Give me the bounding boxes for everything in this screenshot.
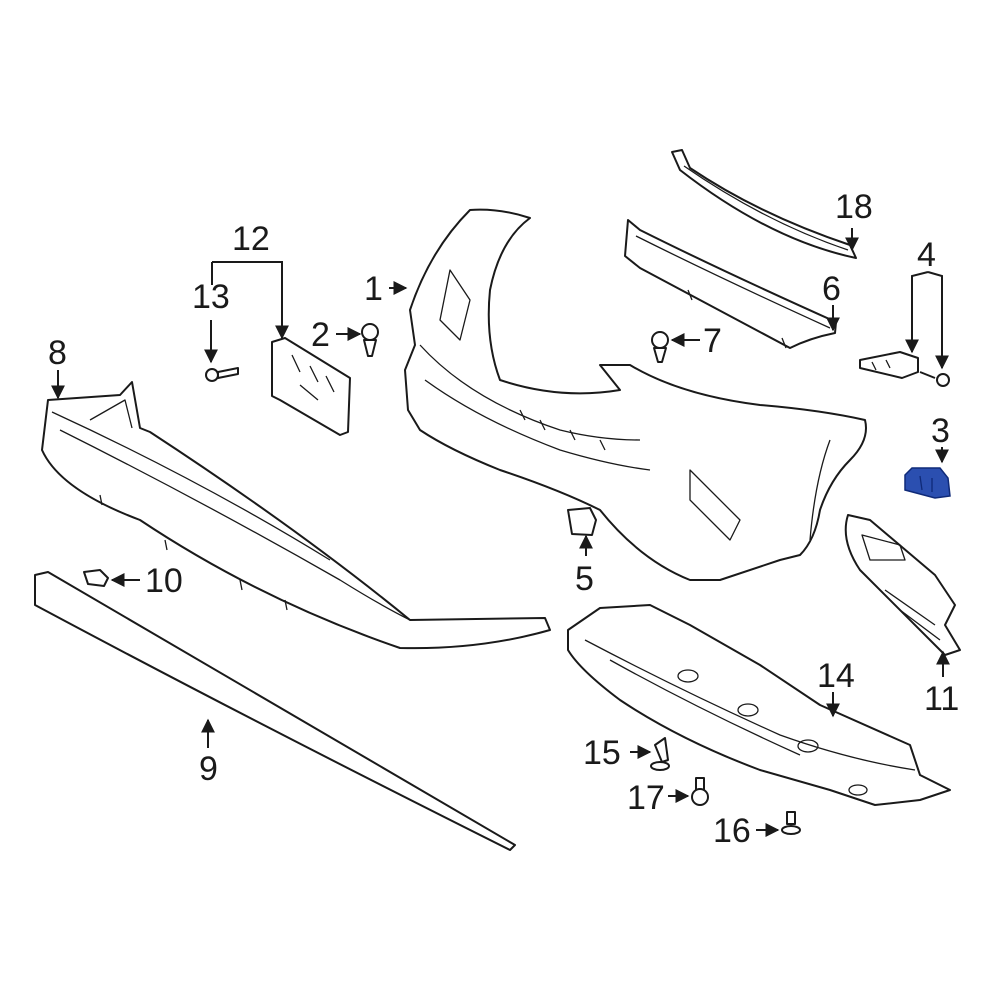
- part-5-bushing[interactable]: [567, 507, 597, 536]
- part-12-plate-bracket[interactable]: [271, 337, 351, 436]
- callout-5: 5: [575, 560, 594, 598]
- part-16-screw[interactable]: [781, 811, 801, 835]
- part-6-upper-panel[interactable]: [624, 219, 837, 349]
- part-13-bolt[interactable]: [205, 367, 239, 382]
- callout-16: 16: [713, 812, 751, 850]
- callout-1: 1: [364, 270, 383, 308]
- callout-4: 4: [917, 236, 936, 274]
- part-2-clip[interactable]: [361, 323, 379, 357]
- callout-8: 8: [48, 334, 67, 372]
- callout-3: 3: [931, 412, 950, 450]
- callout-14: 14: [817, 657, 855, 695]
- callout-10: 10: [145, 562, 183, 600]
- part-11-fog-bezel[interactable]: [844, 514, 961, 656]
- callout-13: 13: [192, 278, 230, 316]
- callout-12: 12: [232, 220, 270, 258]
- part-17-bolt[interactable]: [691, 777, 709, 806]
- callout-2: 2: [311, 316, 330, 354]
- part-18-molding-strip[interactable]: [671, 149, 857, 259]
- callout-17: 17: [627, 779, 665, 817]
- part-9-lower-lip-strip[interactable]: [34, 571, 516, 851]
- callout-7: 7: [703, 322, 722, 360]
- callout-18: 18: [835, 188, 873, 226]
- callout-9: 9: [199, 750, 218, 788]
- part-7-clip[interactable]: [651, 331, 669, 363]
- part-3-bracket-highlighted[interactable]: [904, 467, 951, 499]
- part-1-bumper-cover[interactable]: [404, 208, 867, 581]
- part-10-clip[interactable]: [83, 569, 109, 587]
- callout-15: 15: [583, 734, 621, 772]
- part-8-lower-absorber[interactable]: [41, 381, 551, 650]
- callout-6: 6: [822, 270, 841, 308]
- part-15-push-pin[interactable]: [650, 737, 670, 771]
- part-4-side-bracket[interactable]: [859, 351, 950, 387]
- leader-lines: [51, 228, 950, 837]
- callout-11: 11: [924, 680, 959, 718]
- part-14-undercover[interactable]: [567, 604, 951, 806]
